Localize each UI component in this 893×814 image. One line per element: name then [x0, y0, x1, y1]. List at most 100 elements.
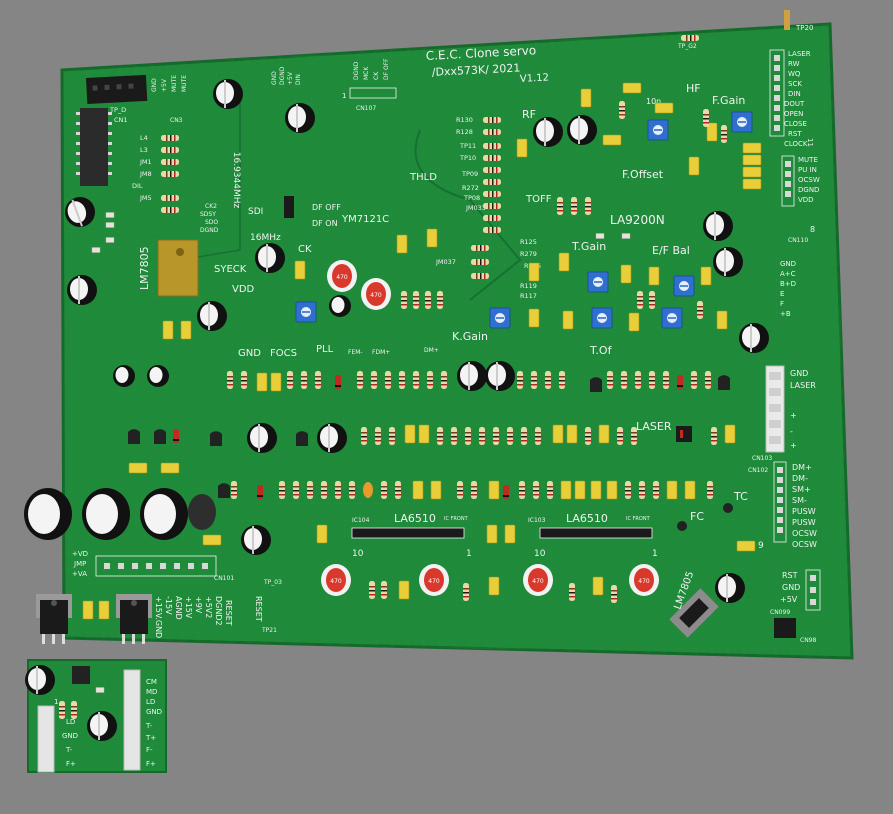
svg-text:L3: L3 — [140, 146, 148, 154]
svg-text:RST: RST — [788, 130, 802, 138]
connector-right-mid[interactable] — [781, 155, 795, 207]
trimmer-f-offset[interactable] — [647, 119, 669, 141]
resistor — [617, 427, 623, 445]
label-cn101: CN101 — [214, 575, 234, 582]
testpoint-tp20[interactable] — [784, 10, 790, 30]
film-capacitor — [404, 424, 416, 444]
film-capacitor — [412, 480, 424, 500]
header-pin — [777, 477, 783, 483]
label-reset: RESET — [254, 596, 263, 622]
svg-text:+9V: +9V — [194, 596, 203, 614]
resistor — [721, 125, 727, 143]
top-right-pin-labels: LASER RW WQ SCK DIN DOUT OPEN CLOSE RST … — [784, 50, 811, 148]
header-pin — [774, 65, 780, 71]
resistor — [369, 581, 375, 599]
header-cn98[interactable] — [774, 618, 796, 638]
electrolytic-capacitor — [739, 323, 769, 353]
film-capacitor — [180, 320, 192, 340]
resistor — [483, 191, 501, 197]
smd-component — [105, 212, 115, 218]
resistor — [231, 481, 237, 499]
label-eight: 8 — [810, 225, 815, 234]
connector-cn107[interactable] — [349, 87, 397, 99]
film-capacitor — [590, 480, 602, 500]
connector-dm[interactable] — [773, 461, 787, 543]
resistor — [471, 273, 489, 279]
film-capacitor — [736, 540, 756, 552]
film-capacitor — [742, 166, 762, 178]
resistor — [161, 195, 179, 201]
label-tp-g2: TP_G2 — [677, 43, 697, 50]
svg-text:TP09: TP09 — [461, 170, 478, 178]
connector-cn101[interactable] — [95, 555, 217, 577]
resistor — [399, 371, 405, 389]
label-cn3: CN3 — [170, 117, 183, 124]
svg-text:TP08: TP08 — [463, 194, 480, 202]
svg-text:TP10: TP10 — [459, 154, 476, 162]
resistor — [691, 371, 697, 389]
transistor — [128, 429, 140, 444]
svg-text:GND: GND — [780, 260, 796, 268]
resistor — [401, 291, 407, 309]
svg-text:MUTE: MUTE — [181, 75, 188, 92]
svg-text:DIL: DIL — [132, 182, 143, 190]
trimmer-t-offset[interactable] — [591, 307, 613, 329]
resistor — [707, 481, 713, 499]
red-electrolytic-capacitor — [629, 564, 659, 596]
trimmer-f-gain[interactable] — [731, 111, 753, 133]
diode — [257, 485, 263, 499]
trimmer-focus[interactable] — [295, 301, 317, 323]
label-eleven: 11 — [806, 138, 814, 147]
testpoint-tc[interactable] — [723, 503, 733, 513]
film-capacitor — [598, 424, 610, 444]
film-capacitor — [620, 264, 632, 284]
electrolytic-capacitor — [25, 665, 55, 695]
label-nine: 9 — [758, 541, 764, 551]
label-one-c: 1 — [342, 92, 346, 100]
label-hf: HF — [686, 82, 701, 95]
header-pin — [774, 85, 780, 91]
electrolytic-capacitor — [567, 115, 597, 145]
svg-text:GND: GND — [146, 708, 162, 716]
svg-text:PU IN: PU IN — [798, 166, 817, 174]
film-capacitor — [202, 534, 222, 546]
resistor — [279, 481, 285, 499]
svg-text:+B: +B — [780, 310, 791, 318]
regulator-to220-a — [36, 594, 72, 644]
resistor — [571, 197, 577, 215]
resistor — [381, 581, 387, 599]
trimmer-t-gain[interactable] — [587, 271, 609, 293]
label-df-on: DF ON — [312, 219, 338, 228]
red-electrolytic-capacitor — [419, 564, 449, 596]
resistor — [697, 301, 703, 319]
trimmer-focus-2[interactable] — [661, 307, 683, 329]
film-capacitor — [488, 480, 500, 500]
resistor — [637, 291, 643, 309]
film-capacitor — [426, 228, 438, 248]
electrolytic-capacitor — [113, 365, 135, 387]
header-pin — [774, 105, 780, 111]
svg-text:CN1: CN1 — [114, 116, 128, 124]
svg-text:SDSY: SDSY — [200, 211, 216, 218]
header-top-left[interactable] — [86, 74, 148, 104]
label-fc: FC — [690, 510, 704, 523]
header-pin — [777, 517, 783, 523]
svg-text:SCK: SCK — [788, 80, 802, 88]
film-capacitor — [566, 424, 578, 444]
right-mid-pin-labels: MUTE PU IN OCSW DGND VDD — [798, 156, 820, 204]
resistor — [649, 371, 655, 389]
header-pin — [774, 55, 780, 61]
resistor — [483, 129, 501, 135]
trimmer-k-gain[interactable] — [489, 307, 511, 329]
resistor — [161, 171, 179, 177]
trimmer-e-f-bal[interactable] — [673, 275, 695, 297]
smd-component — [621, 233, 631, 239]
svg-text:T-: T- — [65, 746, 73, 754]
connector-laser-white[interactable] — [765, 365, 785, 453]
jumper-df[interactable] — [284, 196, 294, 218]
connector-power-right[interactable] — [805, 569, 821, 611]
jumper-laser[interactable] — [676, 426, 692, 442]
testpoint-fc[interactable] — [677, 521, 687, 531]
label-ic-front-right: IC FRONT — [626, 516, 651, 522]
connector-top-right[interactable] — [769, 49, 785, 137]
